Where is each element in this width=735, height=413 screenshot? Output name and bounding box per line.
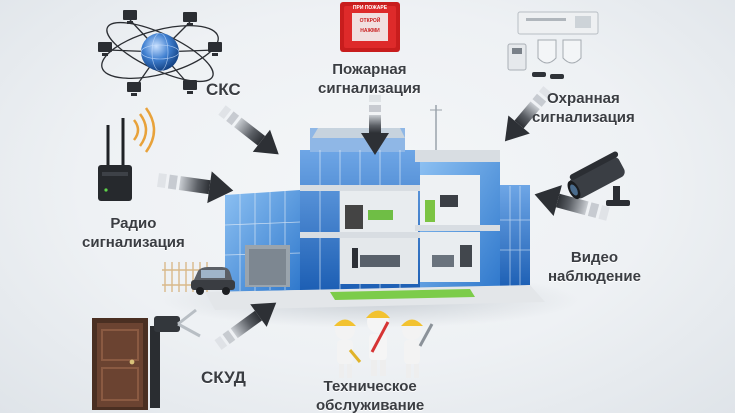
label-security-line1: Охранная <box>547 90 620 107</box>
label-maintenance-line1: Техническое <box>323 378 417 395</box>
label-sks: СКС <box>206 80 241 99</box>
label-maintenance-line2: обслуживание <box>316 397 425 413</box>
security-sensors-icon <box>507 11 599 79</box>
radio-transmitter-icon <box>98 107 156 201</box>
label-maintenance: Техническое обслуживание <box>316 377 424 413</box>
label-skud-text: СКУД <box>201 368 246 387</box>
car-icon <box>191 267 235 295</box>
cctv-camera-icon <box>567 151 630 206</box>
label-security-line2: сигнализация <box>532 109 635 126</box>
fire-panel-text-3: НАЖМИ <box>360 28 380 34</box>
label-security-alarm: Охранная сигнализация <box>532 89 635 127</box>
label-radio-alarm: Радио сигнализация <box>82 214 185 252</box>
label-fire-line1: Пожарная <box>332 61 407 78</box>
fire-alarm-icon: ПРИ ПОЖАРЕ ОТКРОЙ НАЖМИ <box>340 2 400 52</box>
label-fire-alarm: Пожарная сигнализация <box>318 60 421 98</box>
label-fire-line2: сигнализация <box>318 80 421 97</box>
label-radio-line1: Радио <box>110 215 157 232</box>
door-turnstile-icon <box>92 308 201 410</box>
fire-panel-text-1: ПРИ ПОЖАРЕ <box>353 5 388 11</box>
label-video-line1: Видео <box>570 249 619 266</box>
label-video-surveillance: Видео наблюдение <box>548 248 641 286</box>
technician-figures-icon <box>334 310 434 378</box>
arrows <box>157 86 610 350</box>
building-illustration <box>162 105 545 310</box>
network-globe-icon <box>98 10 222 96</box>
label-radio-line2: сигнализация <box>82 234 185 251</box>
fire-panel-text-2: ОТКРОЙ <box>360 16 381 24</box>
label-video-line2: наблюдение <box>548 268 641 285</box>
label-skud: СКУД <box>201 368 246 387</box>
label-sks-text: СКС <box>206 80 241 99</box>
